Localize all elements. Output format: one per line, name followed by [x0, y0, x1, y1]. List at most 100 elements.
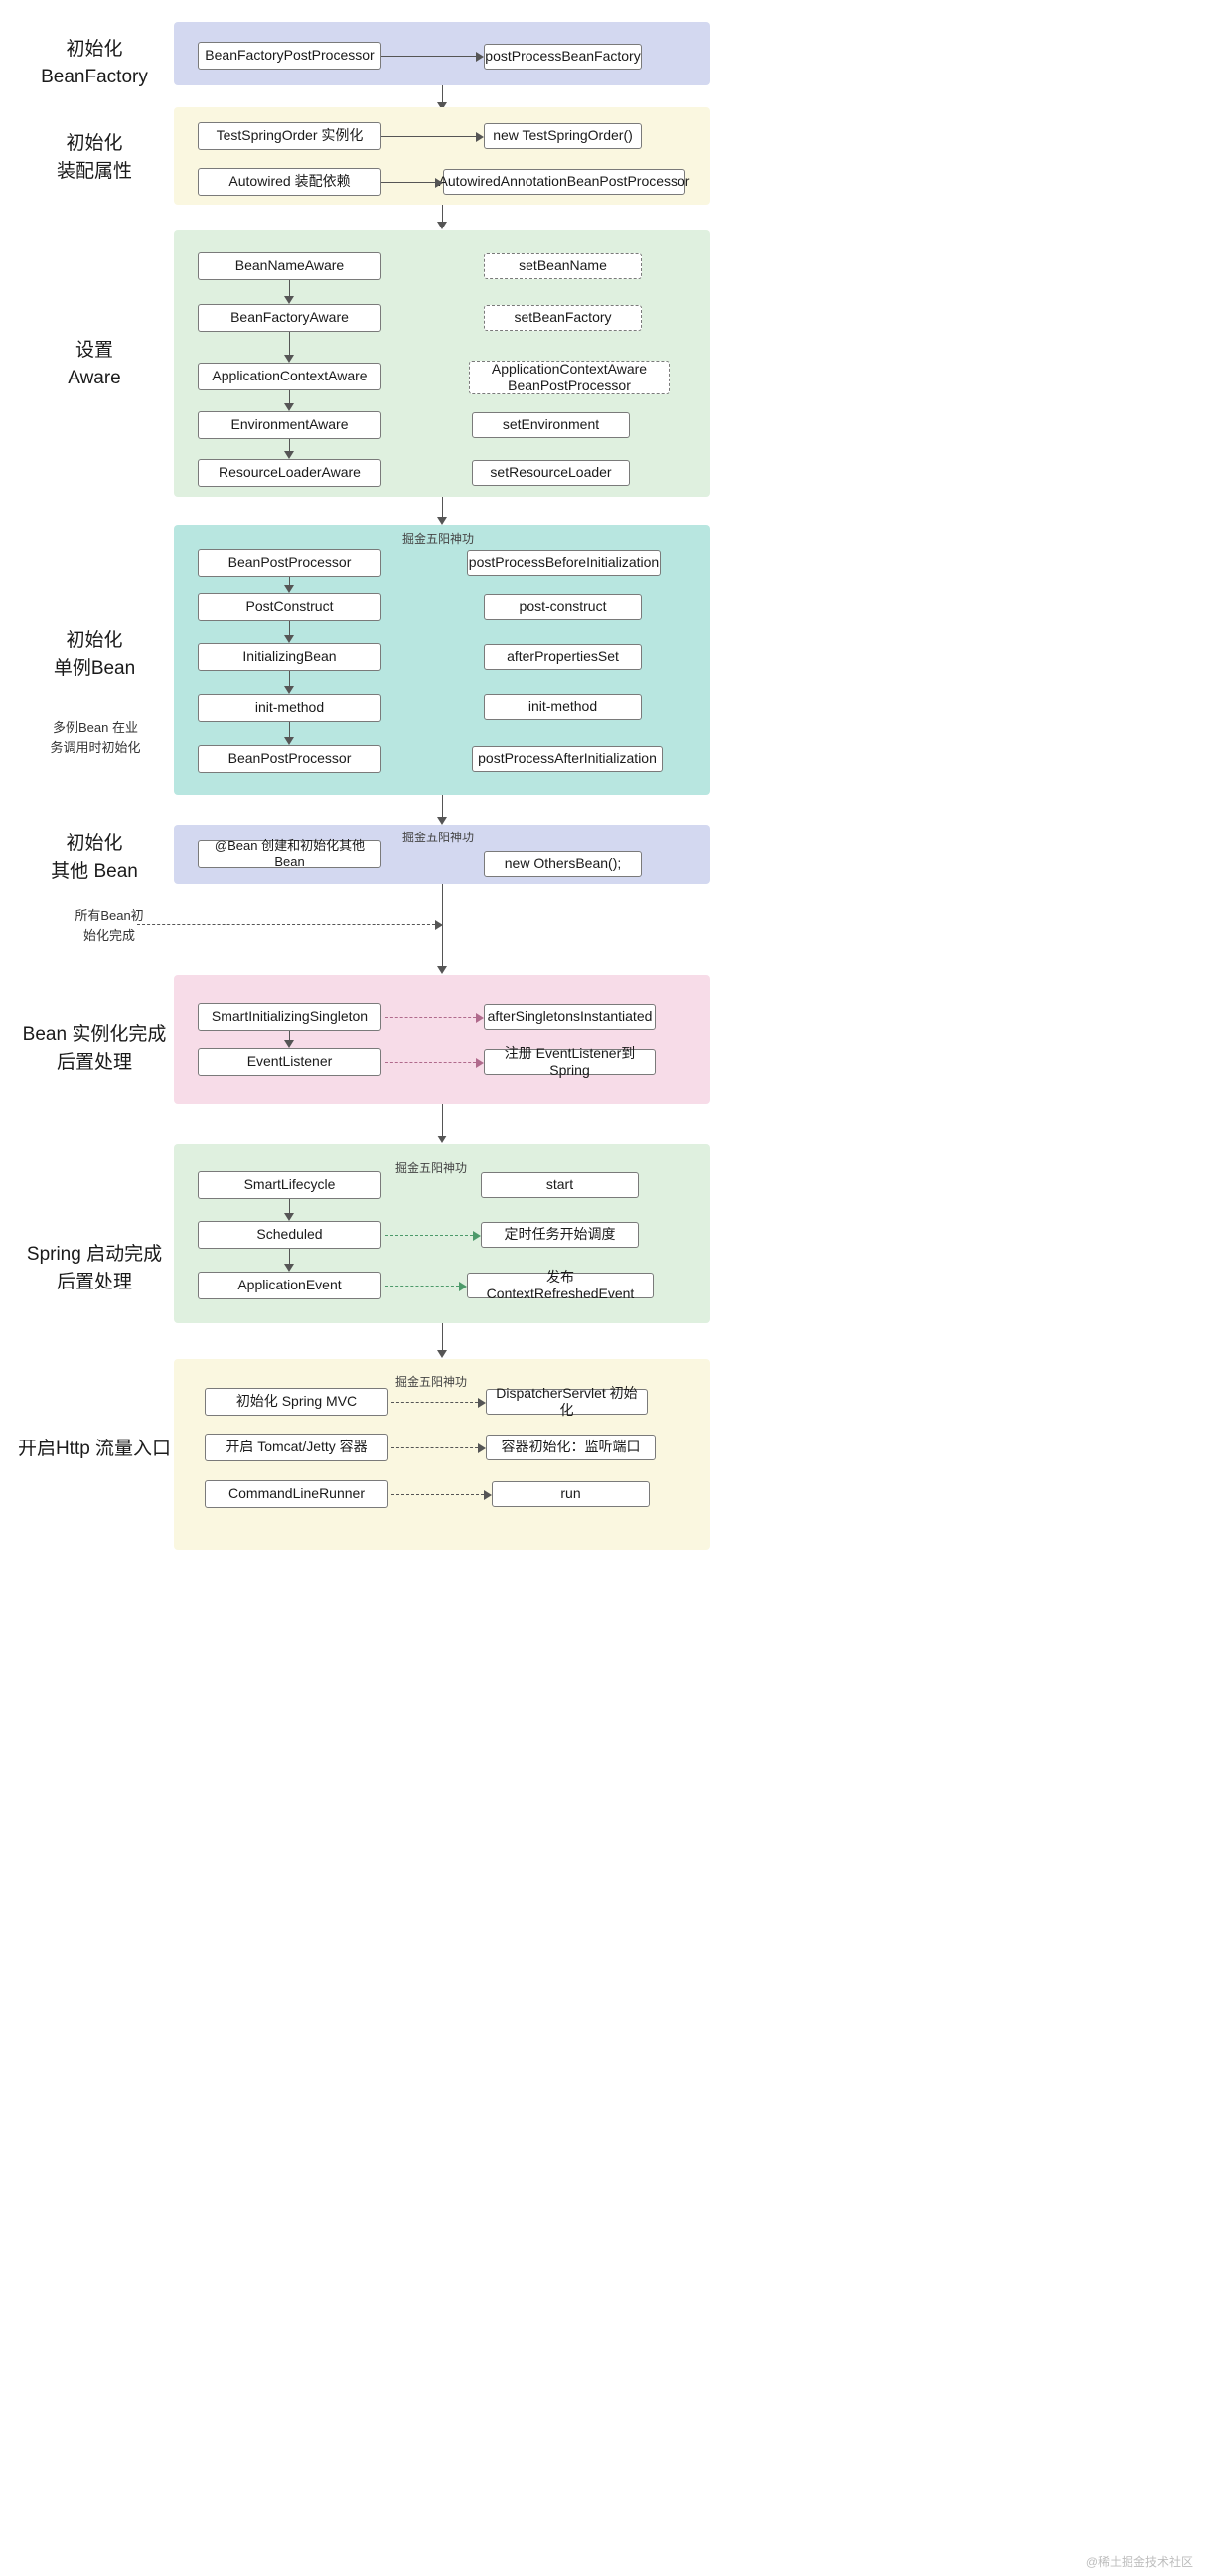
- note-wugong-3: 掘金五阳神功: [395, 1161, 468, 1175]
- node-afterpropertiesset[interactable]: afterPropertiesSet: [484, 644, 642, 670]
- arrowhead-scheduled-to-start: [473, 1231, 481, 1241]
- stage-label-other-beans: 初始化 其他 Bean: [51, 833, 138, 882]
- node-beanfactorypostprocessor[interactable]: BeanFactoryPostProcessor: [198, 42, 381, 70]
- arrowhead-stage2-stage3: [437, 222, 447, 229]
- node-init-spring-mvc[interactable]: 初始化 Spring MVC: [205, 1388, 388, 1416]
- connector-post-inst-1-2: [289, 1031, 290, 1040]
- node-postconstruct[interactable]: PostConstruct: [198, 593, 381, 621]
- connector-stage6-stage7: [442, 1104, 443, 1136]
- node-post-construct[interactable]: post-construct: [484, 594, 642, 620]
- stage-label-post-instantiation: Bean 实例化完成 后置处理: [22, 1024, 167, 1073]
- node-initializingbean[interactable]: InitializingBean: [198, 643, 381, 671]
- node-aftersingletonsinstantiated[interactable]: afterSingletonsInstantiated: [484, 1004, 656, 1030]
- node-autowiredannotationbeanpostprocessor[interactable]: AutowiredAnnotationBeanPostProcessor: [439, 169, 689, 195]
- arrowhead-stage4-stage5: [437, 817, 447, 825]
- connector-mvc-to-dispatcher: [391, 1402, 478, 1403]
- node-applicationevent[interactable]: ApplicationEvent: [198, 1272, 381, 1299]
- arrowhead-init-1-2: [284, 585, 294, 593]
- node-setbeanfactory[interactable]: setBeanFactory: [484, 305, 642, 331]
- node-bean-create-others[interactable]: @Bean 创建和初始化其他 Bean: [198, 838, 381, 869]
- arrowhead-sis-to-asi: [476, 1013, 484, 1023]
- connector-stage3-stage4: [442, 497, 443, 517]
- connector-sis-to-asi: [385, 1017, 476, 1018]
- node-resourceloaderaware[interactable]: ResourceLoaderAware: [198, 459, 381, 487]
- connector-stage2-stage3: [442, 205, 443, 222]
- note-wugong-4: 掘金五阳神功: [395, 1375, 468, 1389]
- node-eventlistener[interactable]: EventListener: [198, 1048, 381, 1076]
- connector-stage4-stage5: [442, 795, 443, 817]
- node-start[interactable]: start: [481, 1172, 639, 1198]
- panel-post-instantiation: [174, 975, 710, 1104]
- connector-startup-1-2: [289, 1199, 290, 1213]
- node-init-method-left[interactable]: init-method: [198, 694, 381, 722]
- connector-init-4-5: [289, 722, 290, 737]
- node-dispatcherservlet-init[interactable]: DispatcherServlet 初始化: [486, 1385, 648, 1418]
- node-new-othersbean[interactable]: new OthersBean();: [484, 851, 642, 877]
- arrowhead-instantiate-to-new: [476, 132, 484, 142]
- node-commandlinerunner[interactable]: CommandLineRunner: [205, 1480, 388, 1508]
- connector-init-2-3: [289, 621, 290, 635]
- node-environmentaware[interactable]: EnvironmentAware: [198, 411, 381, 439]
- note-wugong-2: 掘金五阳神功: [402, 831, 475, 844]
- arrowhead-aware-4-5: [284, 451, 294, 459]
- arrowhead-stage7-stage8: [437, 1350, 447, 1358]
- node-run[interactable]: run: [492, 1481, 650, 1507]
- arrowhead-clr-to-run: [484, 1490, 492, 1500]
- connector-stage1-stage2: [442, 85, 443, 102]
- node-beanpostprocessor-before[interactable]: BeanPostProcessor: [198, 549, 381, 577]
- connector-init-3-4: [289, 671, 290, 686]
- node-scheduled-start[interactable]: 定时任务开始调度: [481, 1222, 639, 1248]
- node-postprocessbeforeinitialization[interactable]: postProcessBeforeInitialization: [467, 550, 661, 576]
- stage-label-aware: 设置 Aware: [68, 340, 121, 388]
- node-setenvironment[interactable]: setEnvironment: [472, 412, 630, 438]
- node-smartinitializingsingleton[interactable]: SmartInitializingSingleton: [198, 1003, 381, 1031]
- arrowhead-startup-1-2: [284, 1213, 294, 1221]
- connector-aware-1-2: [289, 280, 290, 296]
- node-beannameaware[interactable]: BeanNameAware: [198, 252, 381, 280]
- arrowhead-autowired-to-aabpp: [435, 178, 443, 188]
- arrowhead-init-3-4: [284, 686, 294, 694]
- node-publish-contextrefreshedevent[interactable]: 发布 ContextRefreshedEvent: [467, 1269, 654, 1301]
- arrowhead-aware-3-4: [284, 403, 294, 411]
- node-setresourceloader[interactable]: setResourceLoader: [472, 460, 630, 486]
- node-autowired[interactable]: Autowired 装配依赖: [198, 168, 381, 196]
- arrowhead-appevent-to-publish: [459, 1282, 467, 1291]
- node-postprocessbeanfactory[interactable]: postProcessBeanFactory: [484, 44, 642, 70]
- node-beanfactoryaware[interactable]: BeanFactoryAware: [198, 304, 381, 332]
- node-applicationcontextawarebeanpostprocessor[interactable]: ApplicationContextAware BeanPostProcesso…: [469, 361, 670, 394]
- stage-label-startup-post: Spring 启动完成 后置处理: [26, 1244, 163, 1292]
- node-beanpostprocessor-after[interactable]: BeanPostProcessor: [198, 745, 381, 773]
- connector-aware-2-3: [289, 332, 290, 355]
- arrowhead-startup-2-3: [284, 1264, 294, 1272]
- node-register-eventlistener[interactable]: 注册 EventListener到 Spring: [484, 1045, 656, 1078]
- arrowhead-aware-1-2: [284, 296, 294, 304]
- node-start-tomcat-jetty[interactable]: 开启 Tomcat/Jetty 容器: [205, 1434, 388, 1461]
- stage-label-http-entry: 开启Http 流量入口: [17, 1439, 172, 1459]
- arrowhead-stage3-stage4: [437, 517, 447, 525]
- arrowhead-stage5-stage6: [437, 966, 447, 974]
- node-init-method-right[interactable]: init-method: [484, 694, 642, 720]
- node-new-testspringorder[interactable]: new TestSpringOrder(): [484, 123, 642, 149]
- connector-stage5-stage6: [442, 884, 443, 966]
- arrowhead-el-to-register: [476, 1058, 484, 1068]
- stage-label-bean-factory: 初始化 BeanFactory: [41, 39, 148, 87]
- connector-tomcat-to-container: [391, 1447, 478, 1448]
- connector-stage7-stage8: [442, 1323, 443, 1350]
- connector-scheduled-to-start: [385, 1235, 473, 1236]
- connector-startup-2-3: [289, 1249, 290, 1264]
- node-scheduled[interactable]: Scheduled: [198, 1221, 381, 1249]
- arrowhead-bfpp-to-ppbf: [476, 52, 484, 62]
- connector-init-1-2: [289, 577, 290, 585]
- watermark: @稀土掘金技术社区: [1085, 2555, 1193, 2569]
- node-setbeanname[interactable]: setBeanName: [484, 253, 642, 279]
- connector-bfpp-to-ppbf: [381, 56, 476, 57]
- node-applicationcontextaware[interactable]: ApplicationContextAware: [198, 363, 381, 390]
- node-container-init-listen-port[interactable]: 容器初始化：监听端口: [486, 1435, 656, 1460]
- node-postprocessafterinitialization[interactable]: postProcessAfterInitialization: [472, 746, 663, 772]
- node-testspringorder-instantiate[interactable]: TestSpringOrder 实例化: [198, 122, 381, 150]
- node-smartlifecycle[interactable]: SmartLifecycle: [198, 1171, 381, 1199]
- connector-clr-to-run: [391, 1494, 484, 1495]
- arrowhead-init-2-3: [284, 635, 294, 643]
- arrowhead-post-inst-1-2: [284, 1040, 294, 1048]
